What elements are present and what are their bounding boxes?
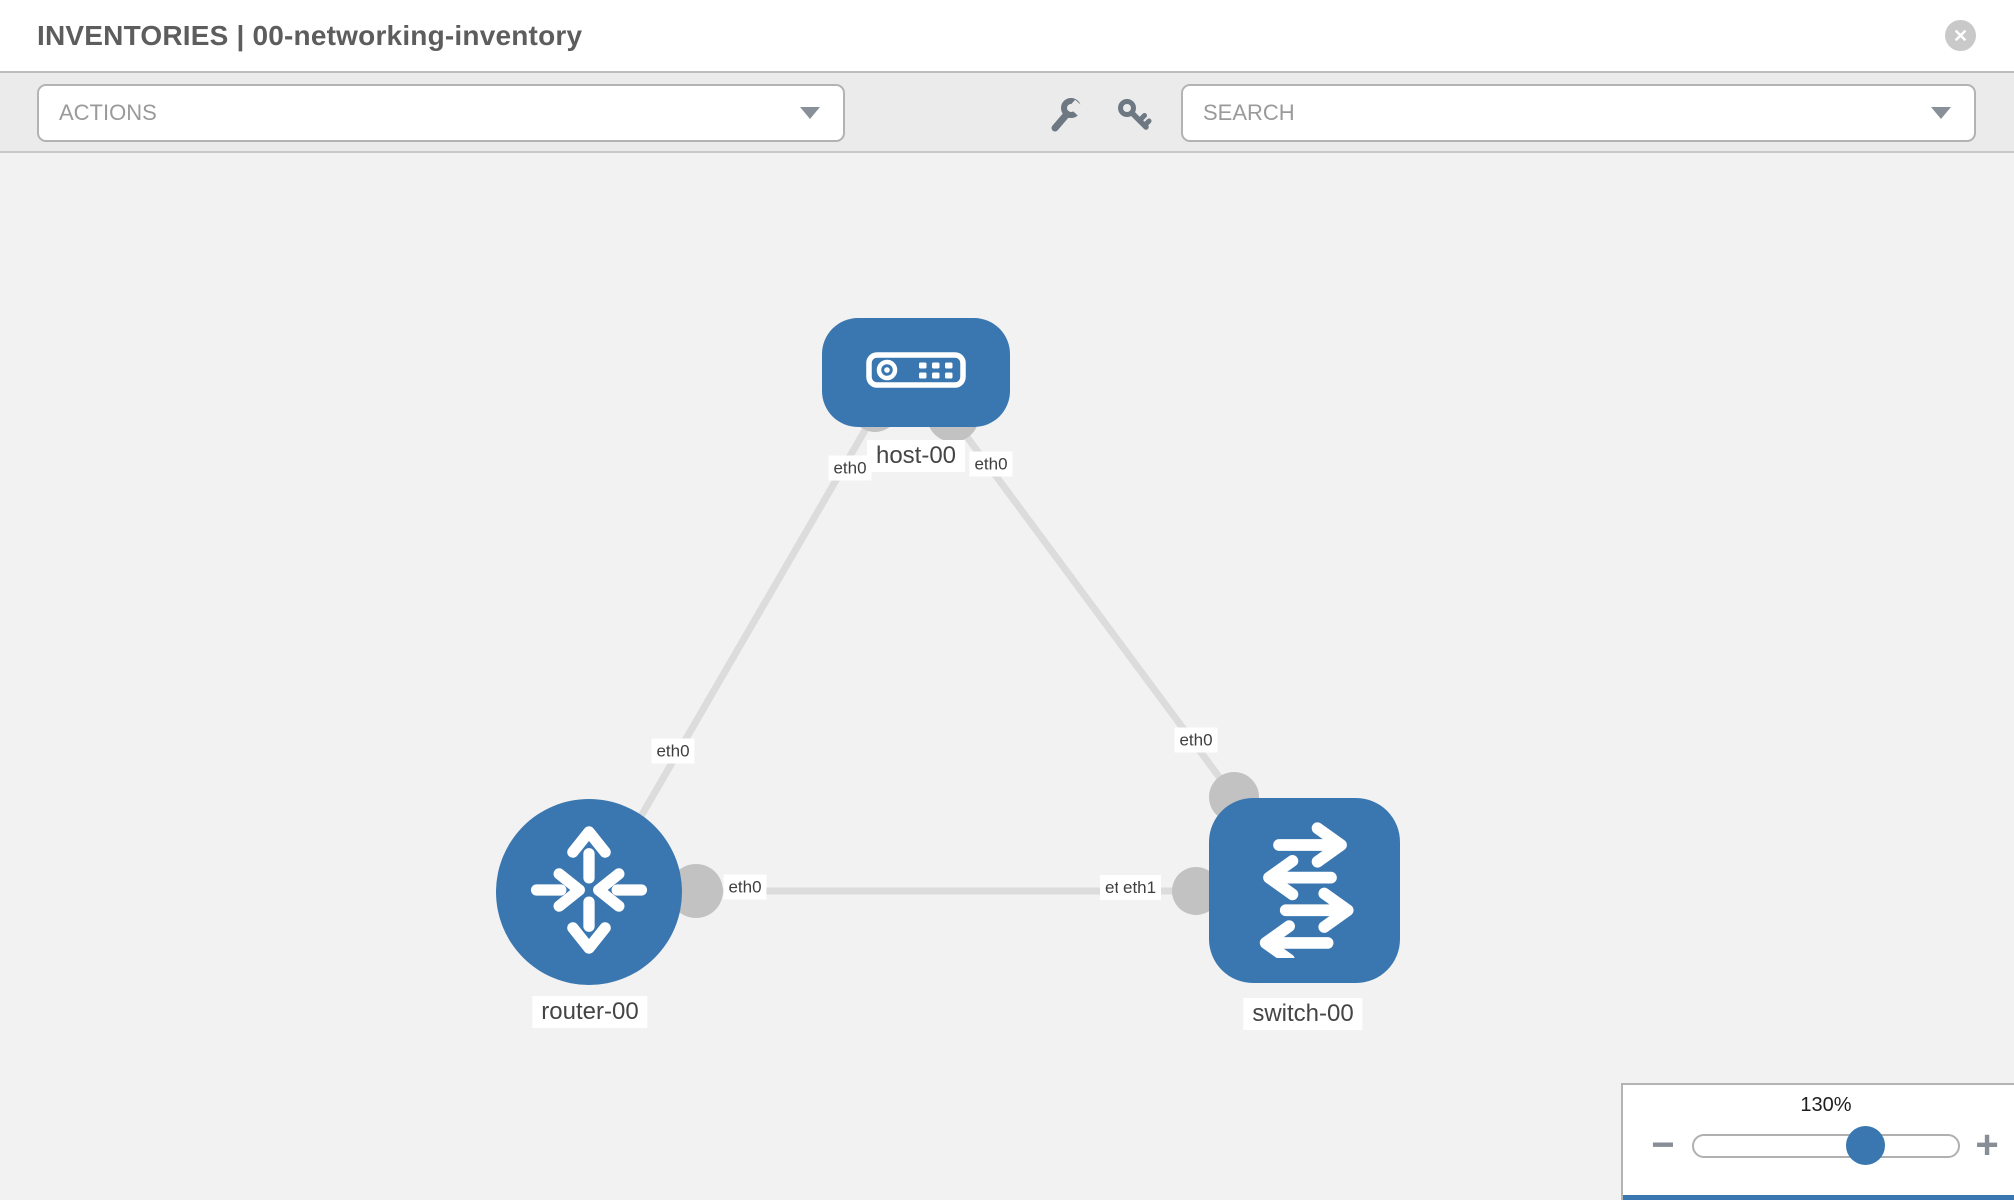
host-icon: [866, 352, 966, 393]
zoom-slider-track[interactable]: [1692, 1134, 1960, 1158]
actions-dropdown[interactable]: ACTIONS: [37, 84, 845, 142]
close-icon: ✕: [1952, 25, 1969, 46]
interface-label-router-eth0-uplink: eth0: [651, 738, 695, 764]
node-label-host: host-00: [866, 440, 966, 472]
switch-icon: [1242, 819, 1368, 966]
chevron-down-icon: [800, 107, 820, 119]
interface-label-switch-eth0: eth0: [1174, 727, 1218, 753]
close-button[interactable]: ✕: [1945, 20, 1976, 51]
node-label-router: router-00: [532, 996, 648, 1028]
interface-label-router-eth0: eth0: [723, 874, 767, 900]
switch-icon-node[interactable]: [1209, 798, 1400, 983]
page-title: INVENTORIES | 00-networking-inventory: [37, 19, 583, 51]
topology-canvas[interactable]: host-00 router-00 switch-00 eth0 eth0 et…: [0, 153, 2014, 1200]
interface-dot-router-eth0: [669, 864, 723, 918]
wrench-icon[interactable]: [1047, 97, 1085, 133]
zoom-level-label: 130%: [1800, 1094, 1852, 1116]
search-input[interactable]: SEARCH: [1181, 84, 1976, 142]
interface-label-host-eth0-left: eth0: [828, 455, 872, 481]
header-bar: INVENTORIES | 00-networking-inventory ✕: [0, 0, 2014, 71]
router-icon: [514, 815, 664, 970]
chevron-down-icon: [1931, 107, 1951, 119]
node-host-00[interactable]: [822, 318, 1010, 427]
interface-label-switch-eth1: eth1: [1118, 875, 1162, 900]
search-placeholder: SEARCH: [1203, 100, 1295, 125]
node-router-00[interactable]: [496, 799, 682, 985]
toolbar: ACTIONS SEARCH: [0, 71, 2014, 153]
panel-accent-bar: [1623, 1195, 2014, 1200]
actions-dropdown-label: ACTIONS: [59, 100, 157, 125]
zoom-in-button[interactable]: +: [1975, 1123, 1999, 1167]
interface-dot-switch-eth1: [1172, 867, 1220, 915]
zoom-out-button[interactable]: −: [1651, 1123, 1675, 1167]
zoom-slider-thumb[interactable]: [1846, 1126, 1885, 1165]
key-icon[interactable]: [1116, 97, 1152, 133]
interface-label-host-eth0-right: eth0: [969, 451, 1013, 477]
node-label-switch: switch-00: [1243, 998, 1363, 1030]
zoom-panel: 130% − +: [1621, 1083, 2014, 1200]
